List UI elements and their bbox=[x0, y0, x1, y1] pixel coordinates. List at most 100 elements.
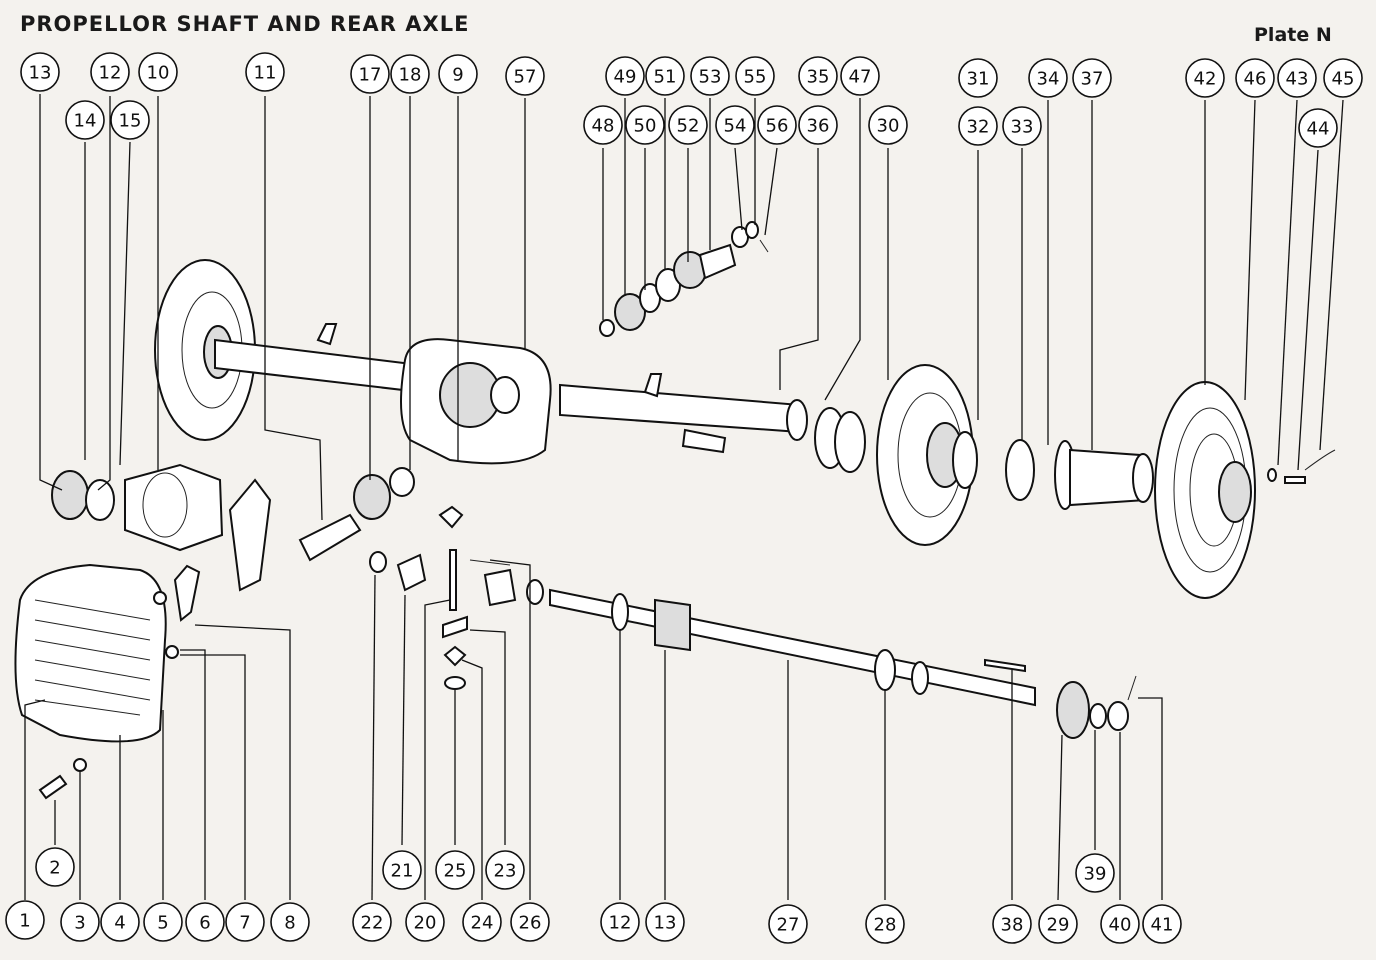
callout-circle bbox=[958, 106, 998, 146]
callout-number: 27 bbox=[777, 915, 800, 936]
callout-number: 45 bbox=[1332, 69, 1355, 90]
callout-42: 42 bbox=[1185, 58, 1225, 98]
callout-7: 7 bbox=[225, 902, 265, 942]
callout-circle bbox=[992, 904, 1032, 944]
callout-number: 25 bbox=[444, 861, 467, 882]
callout-36: 36 bbox=[798, 105, 838, 145]
pinion-bearings bbox=[599, 221, 769, 337]
callout-number: 13 bbox=[29, 63, 52, 84]
callout-circle bbox=[100, 902, 140, 942]
callout-number: 32 bbox=[967, 117, 990, 138]
callout-number: 1 bbox=[19, 911, 30, 932]
callout-number: 11 bbox=[254, 63, 277, 84]
callout-number: 55 bbox=[744, 67, 767, 88]
wheel-screw bbox=[1267, 449, 1336, 484]
callout-number: 2 bbox=[49, 858, 60, 879]
callout-20: 20 bbox=[405, 902, 445, 942]
callout-57: 57 bbox=[505, 56, 545, 96]
callout-34: 34 bbox=[1028, 58, 1068, 98]
callout-4: 4 bbox=[100, 902, 140, 942]
callout-number: 24 bbox=[471, 913, 494, 934]
callout-number: 7 bbox=[239, 913, 250, 934]
callout-32: 32 bbox=[958, 106, 998, 146]
differential-gears bbox=[369, 505, 544, 690]
callout-number: 36 bbox=[807, 116, 830, 137]
differential-housing bbox=[400, 338, 552, 465]
callout-circle bbox=[35, 847, 75, 887]
diagram-title: PROPELLOR SHAFT AND REAR AXLE bbox=[20, 12, 470, 36]
callout-circle bbox=[510, 902, 550, 942]
callout-circle bbox=[138, 52, 178, 92]
callout-circle bbox=[1235, 58, 1275, 98]
callout-number: 37 bbox=[1081, 69, 1104, 90]
callout-circle bbox=[1038, 904, 1078, 944]
callout-23: 23 bbox=[485, 850, 525, 890]
callout-circle bbox=[715, 105, 755, 145]
callout-number: 4 bbox=[114, 913, 125, 934]
callout-circle bbox=[958, 58, 998, 98]
callout-circle bbox=[405, 902, 445, 942]
callout-18: 18 bbox=[390, 54, 430, 94]
callout-number: 34 bbox=[1037, 69, 1060, 90]
callout-49: 49 bbox=[605, 56, 645, 96]
callout-circle bbox=[5, 900, 45, 940]
callout-circle bbox=[865, 904, 905, 944]
callout-number: 49 bbox=[614, 67, 637, 88]
callout-circle bbox=[1298, 108, 1338, 148]
callout-circle bbox=[435, 850, 475, 890]
callout-number: 43 bbox=[1286, 69, 1309, 90]
callout-circle bbox=[438, 54, 478, 94]
callout-52: 52 bbox=[668, 105, 708, 145]
callout-27: 27 bbox=[768, 904, 808, 944]
callout-circle bbox=[225, 902, 265, 942]
brake-backplate-right bbox=[876, 364, 978, 546]
callout-circle bbox=[757, 105, 797, 145]
callout-circle bbox=[1277, 58, 1317, 98]
callout-47: 47 bbox=[840, 56, 880, 96]
callout-number: 30 bbox=[877, 116, 900, 137]
callout-38: 38 bbox=[992, 904, 1032, 944]
callout-circle bbox=[143, 902, 183, 942]
callout-14: 14 bbox=[65, 100, 105, 140]
callout-41: 41 bbox=[1142, 904, 1182, 944]
callout-48: 48 bbox=[583, 105, 623, 145]
callout-number: 18 bbox=[399, 65, 422, 86]
callout-circle bbox=[390, 54, 430, 94]
callout-circle bbox=[1072, 58, 1112, 98]
callout-circle bbox=[645, 56, 685, 96]
callout-11: 11 bbox=[245, 52, 285, 92]
callout-number: 40 bbox=[1109, 915, 1132, 936]
callout-number: 41 bbox=[1151, 915, 1174, 936]
callout-circle bbox=[1100, 904, 1140, 944]
callout-26: 26 bbox=[510, 902, 550, 942]
callout-22: 22 bbox=[352, 902, 392, 942]
callout-circle bbox=[350, 54, 390, 94]
callout-40: 40 bbox=[1100, 904, 1140, 944]
callout-number: 38 bbox=[1001, 915, 1024, 936]
callout-46: 46 bbox=[1235, 58, 1275, 98]
callout-number: 42 bbox=[1194, 69, 1217, 90]
callout-number: 47 bbox=[849, 67, 872, 88]
callout-number: 26 bbox=[519, 913, 542, 934]
callout-33: 33 bbox=[1002, 106, 1042, 146]
callout-35: 35 bbox=[798, 56, 838, 96]
callout-circle bbox=[60, 902, 100, 942]
callout-number: 39 bbox=[1084, 864, 1107, 885]
callout-15: 15 bbox=[110, 100, 150, 140]
callout-39: 39 bbox=[1075, 853, 1115, 893]
callout-number: 56 bbox=[766, 116, 789, 137]
callout-number: 9 bbox=[452, 65, 463, 86]
callout-53: 53 bbox=[690, 56, 730, 96]
callout-circle bbox=[735, 56, 775, 96]
callout-number: 44 bbox=[1307, 119, 1330, 140]
callout-circle bbox=[868, 105, 908, 145]
callout-9: 9 bbox=[438, 54, 478, 94]
callout-number: 12 bbox=[99, 63, 122, 84]
callout-circle bbox=[65, 100, 105, 140]
callout-number: 20 bbox=[414, 913, 437, 934]
callout-number: 52 bbox=[677, 116, 700, 137]
callout-number: 21 bbox=[391, 861, 414, 882]
callout-circle bbox=[605, 56, 645, 96]
